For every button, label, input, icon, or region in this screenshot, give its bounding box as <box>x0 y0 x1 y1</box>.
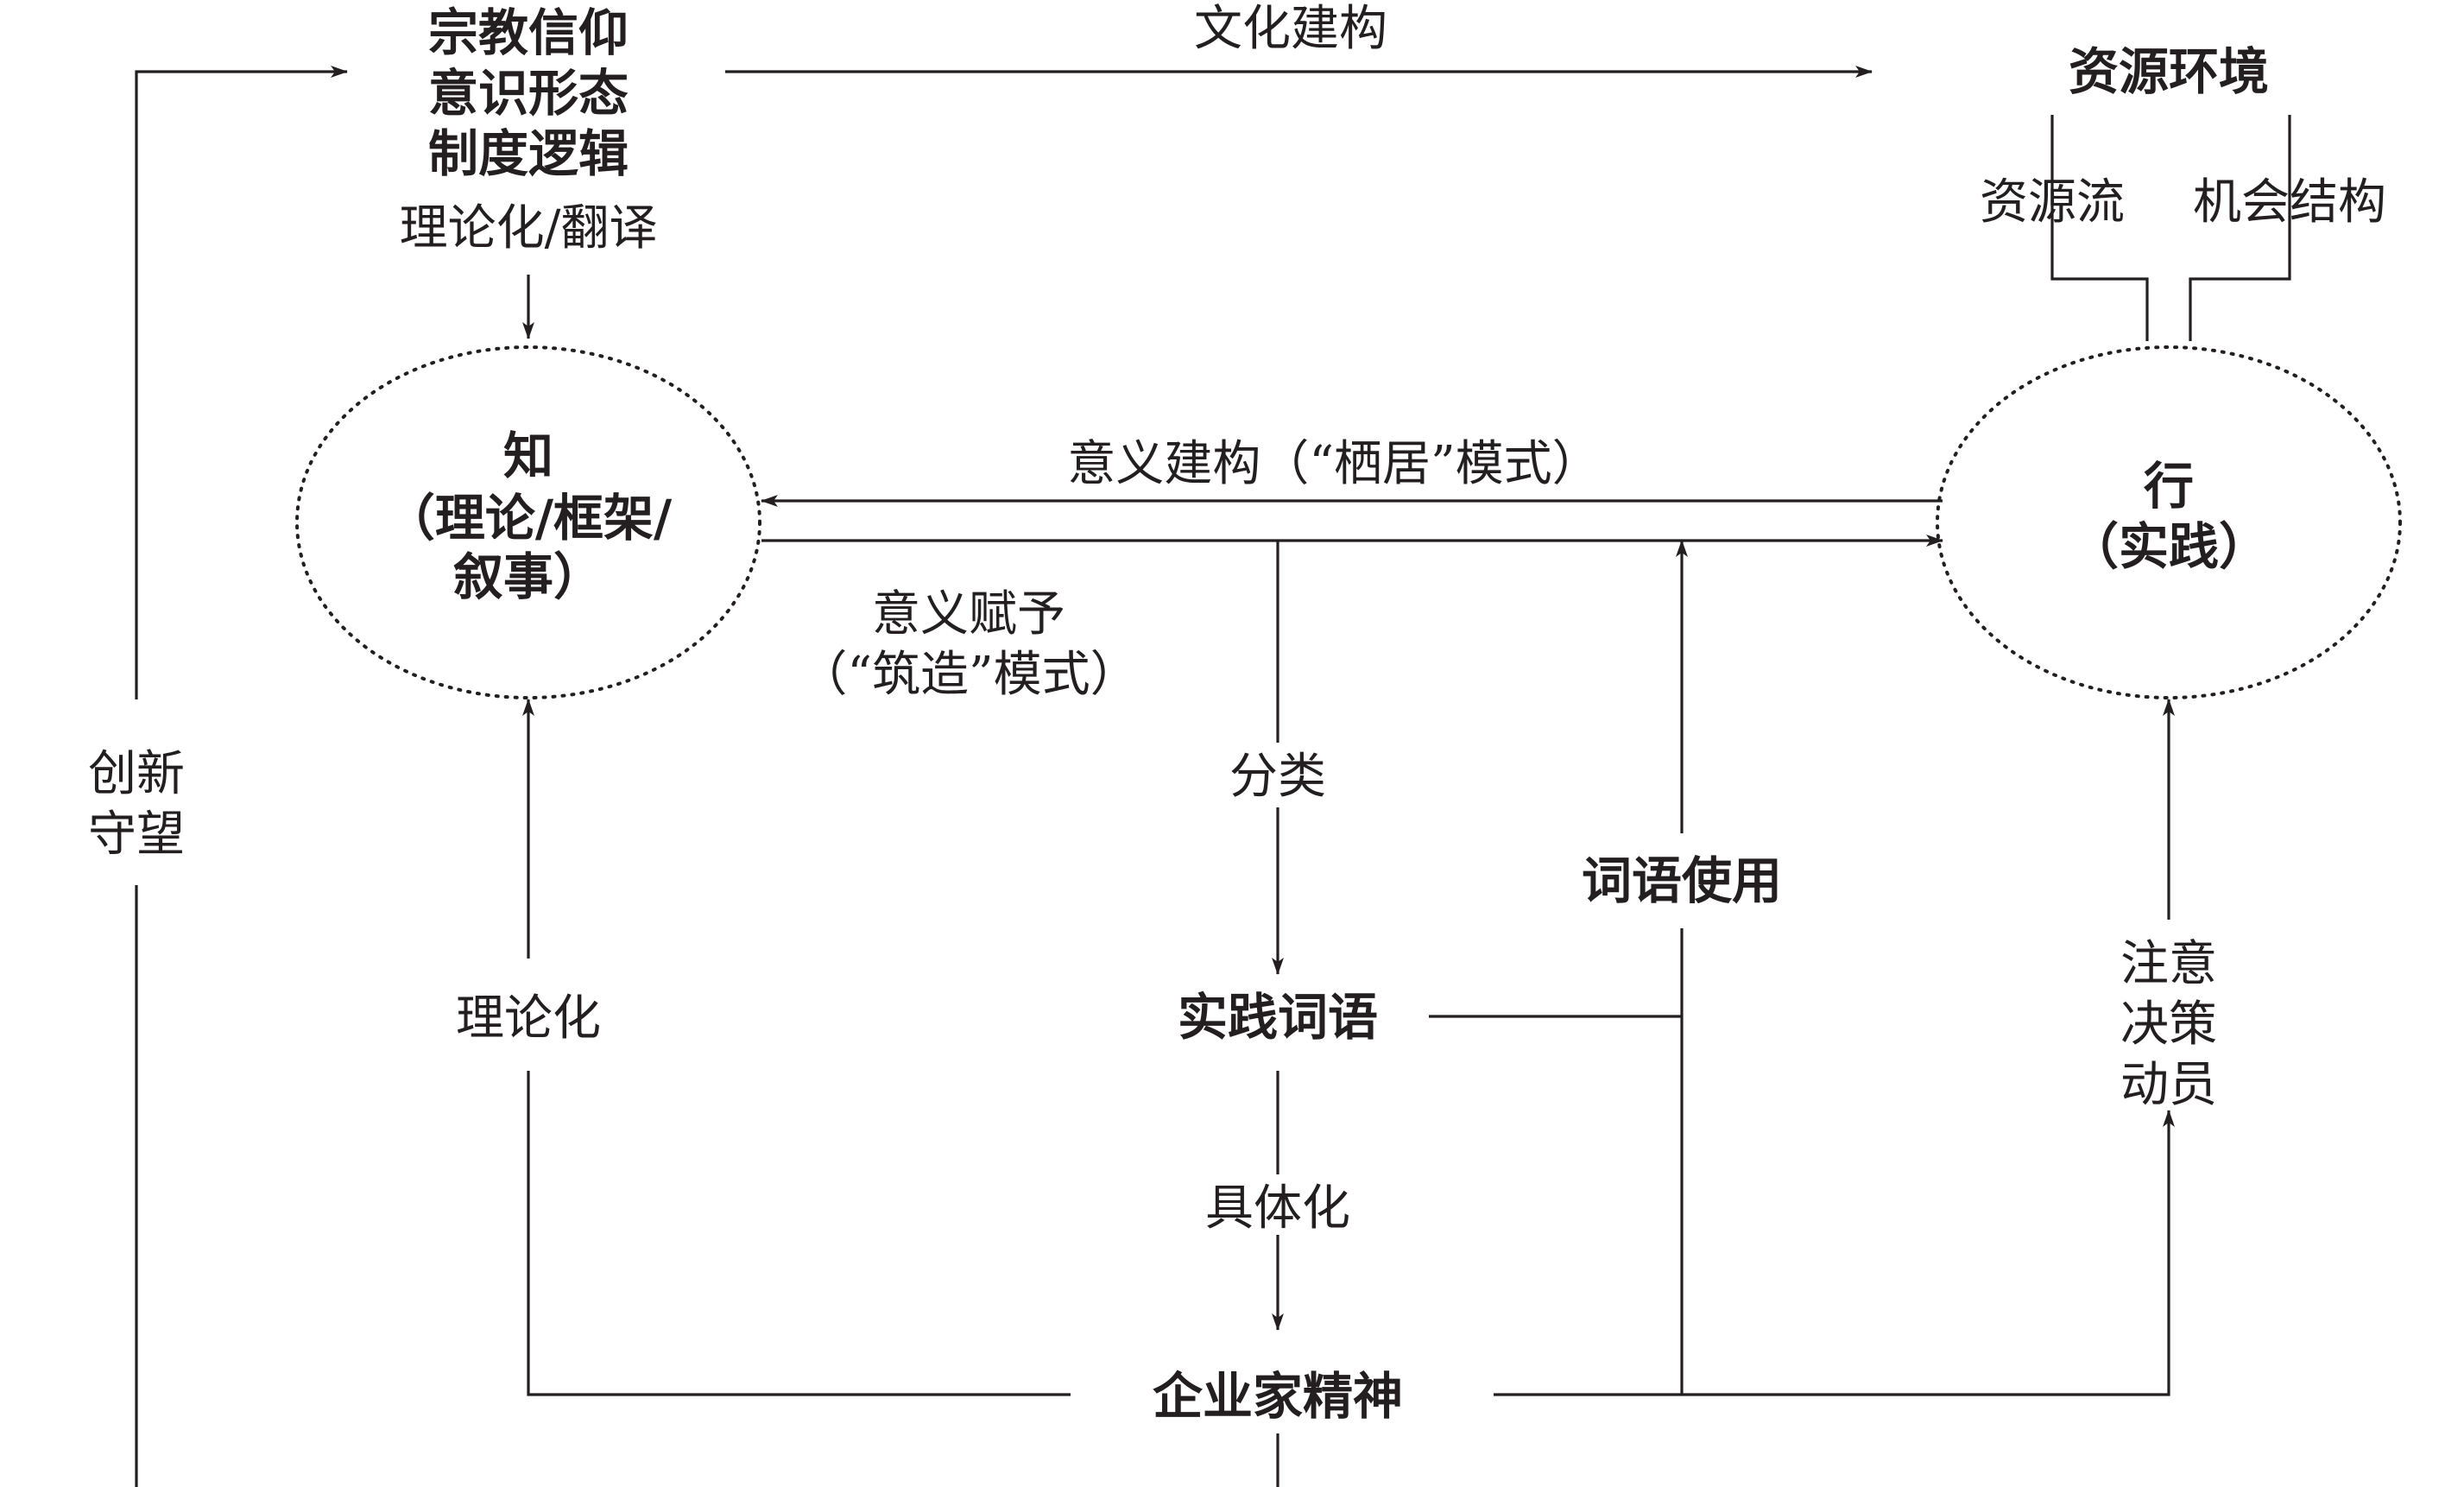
zhi-subtitle-2: 叙事） <box>453 547 603 606</box>
line-innovation-lower <box>135 885 1279 1487</box>
xing-subtitle: （实践） <box>2069 517 2269 576</box>
label-classify: 分类 <box>1229 749 1326 805</box>
label-decision: 决策 <box>2120 997 2217 1053</box>
zhi-ellipse <box>295 345 761 699</box>
label-innovation-2: 守望 <box>88 807 185 863</box>
node-practice-words: 实践词语 <box>1178 988 1378 1047</box>
node-religious-belief: 宗教信仰 <box>428 3 629 62</box>
label-meaning-giving-1: 意义赋予 <box>872 586 1065 642</box>
label-innovation-1: 创新 <box>88 746 185 802</box>
label-theorize: 理论化 <box>456 990 601 1047</box>
xing-title: 行 <box>2144 457 2194 516</box>
label-attention: 注意 <box>2120 936 2217 992</box>
zhi-title: 知 <box>503 427 553 485</box>
zhi-subtitle-1: （理论/框架/ <box>385 489 673 547</box>
label-concretize: 具体化 <box>1205 1180 1350 1237</box>
label-opportunity-structure: 机会结构 <box>2193 174 2386 231</box>
node-entrepreneurship: 企业家精神 <box>1153 1367 1403 1426</box>
label-theorize-translate: 理论化/翻译 <box>400 200 658 256</box>
label-mobilization: 动员 <box>2120 1057 2217 1113</box>
institutional-logic-node: 宗教信仰 意识形态 制度逻辑 <box>428 3 629 183</box>
label-resource-flow: 资源流 <box>1980 174 2125 231</box>
label-cultural-construction: 文化建构 <box>1194 1 1387 57</box>
node-resource-environment: 资源环境 <box>2069 42 2269 101</box>
label-meaning-giving-2: （“筑造”模式） <box>799 647 1138 703</box>
label-meaning-construction: 意义建构（“栖居”模式） <box>1067 436 1600 492</box>
node-word-use: 词语使用 <box>1582 851 1782 910</box>
node-institutional-logic: 制度逻辑 <box>428 124 629 183</box>
line-resource-flow <box>2050 115 2149 341</box>
line-entrepreneurship-right <box>1494 1338 2170 1396</box>
xing-ellipse <box>1936 345 2402 699</box>
line-theorize-lower <box>527 1071 1071 1396</box>
zhi-node: 知 （理论/框架/ 叙事） <box>385 427 673 606</box>
arrow-innovation-upper <box>135 66 348 699</box>
xing-node: 行 （实践） <box>2069 457 2269 576</box>
node-ideology: 意识形态 <box>428 64 629 123</box>
line-opportunity-structure <box>2189 115 2291 341</box>
